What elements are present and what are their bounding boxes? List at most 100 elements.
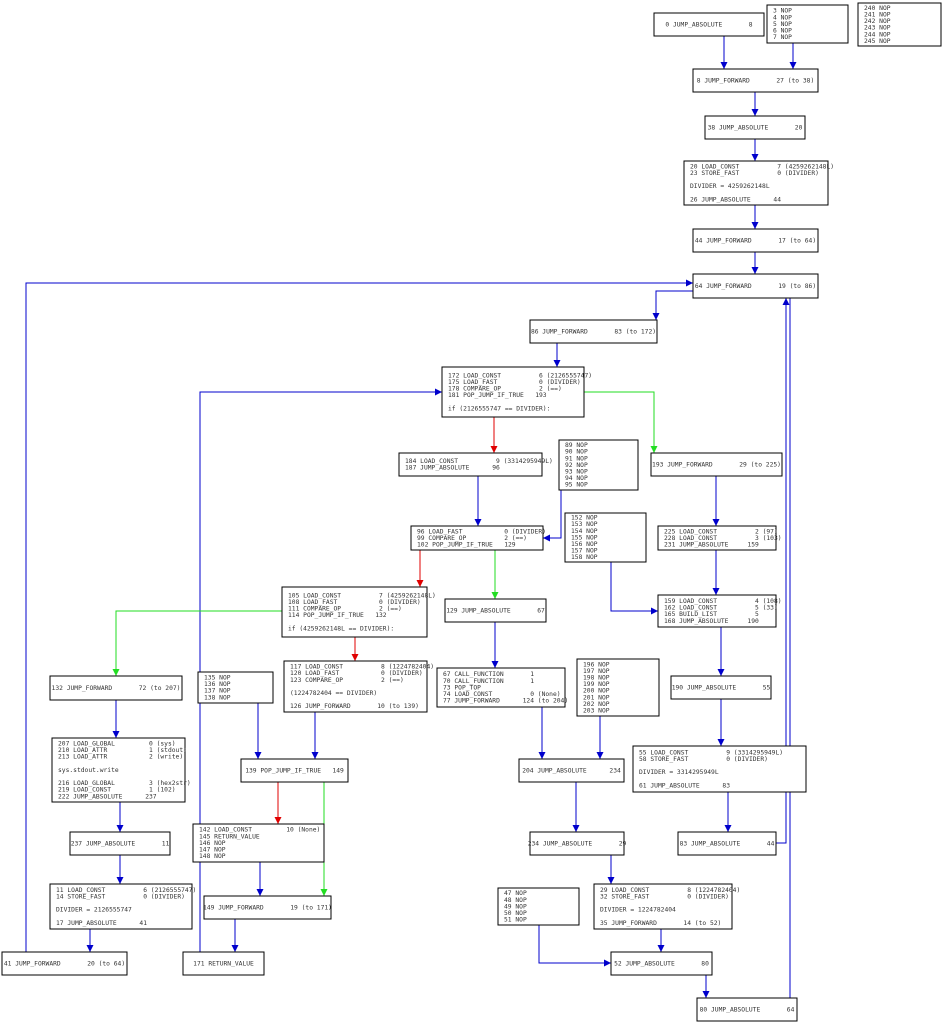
node-line: 7 NOP [773, 34, 792, 41]
node-line: 135 NOP [204, 675, 231, 682]
node-box [593, 883, 733, 930]
node-line: sys.stdout.write [58, 767, 119, 774]
edge-n89-to-n96 [543, 490, 562, 542]
node-line: 4 NOP [773, 14, 792, 21]
node-line: 95 NOP [565, 482, 588, 489]
edge-n41-to-n64 [25, 279, 693, 952]
node-n237: 237 JUMP_ABSOLUTE 11 [69, 831, 171, 856]
node-line: 202 NOP [583, 701, 610, 708]
node-n204: 204 JUMP_ABSOLUTE 234 [518, 758, 625, 783]
node-line: 243 NOP [864, 25, 891, 32]
node-line: 73 POP_TOP [443, 684, 481, 691]
node-box [49, 675, 183, 701]
node-line: 137 NOP [204, 688, 231, 695]
node-line: 0 JUMP_ABSOLUTE 8 [665, 21, 752, 28]
node-line: 123 COMPARE_OP 2 (==) [290, 677, 404, 684]
node-line: 48 NOP [504, 897, 527, 904]
node-line: 29 LOAD_CONST 8 (1224782404) [600, 887, 740, 894]
node-line: 83 JUMP_ABSOLUTE 44 [680, 840, 775, 847]
node-line: 120 LOAD_FAST 0 (DIVIDER) [290, 670, 423, 677]
node-line: 200 NOP [583, 688, 610, 695]
node-box [857, 2, 942, 47]
node-box [529, 319, 658, 344]
node-line: 50 NOP [504, 910, 527, 917]
node-line: 241 NOP [864, 12, 891, 19]
node-line: 14 STORE_FAST 0 (DIVIDER) [56, 894, 185, 901]
node-line: 175 LOAD_FAST 0 (DIVIDER) [448, 379, 581, 386]
node-line: 152 NOP [571, 515, 598, 522]
node-line: 156 NOP [571, 541, 598, 548]
node-box [657, 594, 777, 628]
node-line: 237 JUMP_ABSOLUTE 11 [71, 840, 170, 847]
node-n0: 0 JUMP_ABSOLUTE 8 [653, 12, 765, 37]
node-box [69, 831, 171, 856]
node-n38: 38 JUMP_ABSOLUTE 20 [704, 115, 806, 140]
node-line: 32 STORE_FAST 0 (DIVIDER) [600, 894, 729, 901]
node-line: 117 LOAD_CONST 8 (1224782404) [290, 664, 434, 671]
node-line: 80 JUMP_ABSOLUTE 64 [700, 1006, 795, 1013]
node-line: 216 LOAD_GLOBAL 3 (hex2str) [58, 780, 191, 787]
node-line: 77 JUMP_FORWARD 124 (to 204) [443, 698, 568, 705]
node-line: DIVIDER = 4259262148L [690, 183, 770, 190]
node-line: 153 NOP [571, 521, 598, 528]
node-box [704, 115, 806, 140]
node-line: 52 JUMP_ABSOLUTE 80 [614, 960, 709, 967]
node-line: 111 COMPARE_OP 2 (==) [288, 606, 402, 613]
node-box [203, 895, 332, 920]
node-line: 171 RETURN_VALUE [193, 960, 254, 967]
node-box [529, 831, 625, 856]
node-box [410, 525, 544, 551]
node-line: 139 POP_JUMP_IF_TRUE 149 [245, 767, 344, 774]
node-n80: 80 JUMP_ABSOLUTE 64 [696, 997, 798, 1022]
node-n86: 86 JUMP_FORWARD 83 (to 172) [529, 319, 658, 344]
node-line: 38 JUMP_ABSOLUTE 20 [708, 124, 803, 131]
node-box [182, 951, 265, 976]
node-line: 165 BUILD_LIST 5 [664, 611, 759, 618]
node-box [444, 598, 547, 623]
node-box [657, 525, 777, 551]
node-box [398, 452, 543, 477]
edge-n152-to-n159 [610, 562, 658, 615]
node-line: 64 JUMP_FORWARD 19 (to 86) [695, 283, 816, 290]
node-line: 155 NOP [571, 534, 598, 541]
node-box [692, 68, 819, 93]
node-line: 210 LOAD_ATTR 1 (stdout) [58, 747, 187, 754]
node-line: 199 NOP [583, 681, 610, 688]
node-line: 196 NOP [583, 661, 610, 668]
node-line: 108 LOAD_FAST 0 (DIVIDER) [288, 599, 421, 606]
node-line: 181 POP_JUMP_IF_TRUE 193 [448, 392, 547, 399]
node-line: 86 JUMP_FORWARD 83 (to 172) [531, 328, 656, 335]
edge-n171-to-n172 [199, 388, 442, 952]
node-line: 148 NOP [199, 853, 226, 860]
node-line: 132 JUMP_FORWARD 72 (to 207) [52, 685, 181, 692]
node-n132: 132 JUMP_FORWARD 72 (to 207) [49, 675, 183, 701]
node-n20: 20 LOAD_CONST 7 (4259262148L)23 STORE_FA… [683, 160, 834, 206]
node-line: 242 NOP [864, 18, 891, 25]
node-box [49, 883, 193, 930]
node-line: 149 JUMP_FORWARD 19 (to 171) [203, 904, 332, 911]
node-line: 225 LOAD_CONST 2 (97) [664, 528, 778, 535]
node-line: 114 POP_JUMP_IF_TRUE 132 [288, 612, 387, 619]
node-line: 3 NOP [773, 8, 792, 15]
node-line: 162 LOAD_CONST 5 (33) [664, 605, 778, 612]
node-line: 96 LOAD_FAST 0 (DIVIDER) [417, 528, 546, 535]
node-line: 51 NOP [504, 917, 527, 924]
node-box [683, 160, 829, 206]
node-box [51, 737, 186, 803]
node-line: 129 JUMP_ABSOLUTE 67 [446, 607, 545, 614]
edge-n64-to-n86 [652, 290, 693, 320]
node-line: 159 LOAD_CONST 4 (108) [664, 598, 782, 605]
node-line: 158 NOP [571, 554, 598, 561]
node-n83: 83 JUMP_ABSOLUTE 44 [677, 831, 777, 856]
edges-layer [25, 36, 797, 998]
node-box [692, 228, 819, 253]
node-line: 222 JUMP_ABSOLUTE 237 [58, 793, 157, 800]
node-n129: 129 JUMP_ABSOLUTE 67 [444, 598, 547, 623]
